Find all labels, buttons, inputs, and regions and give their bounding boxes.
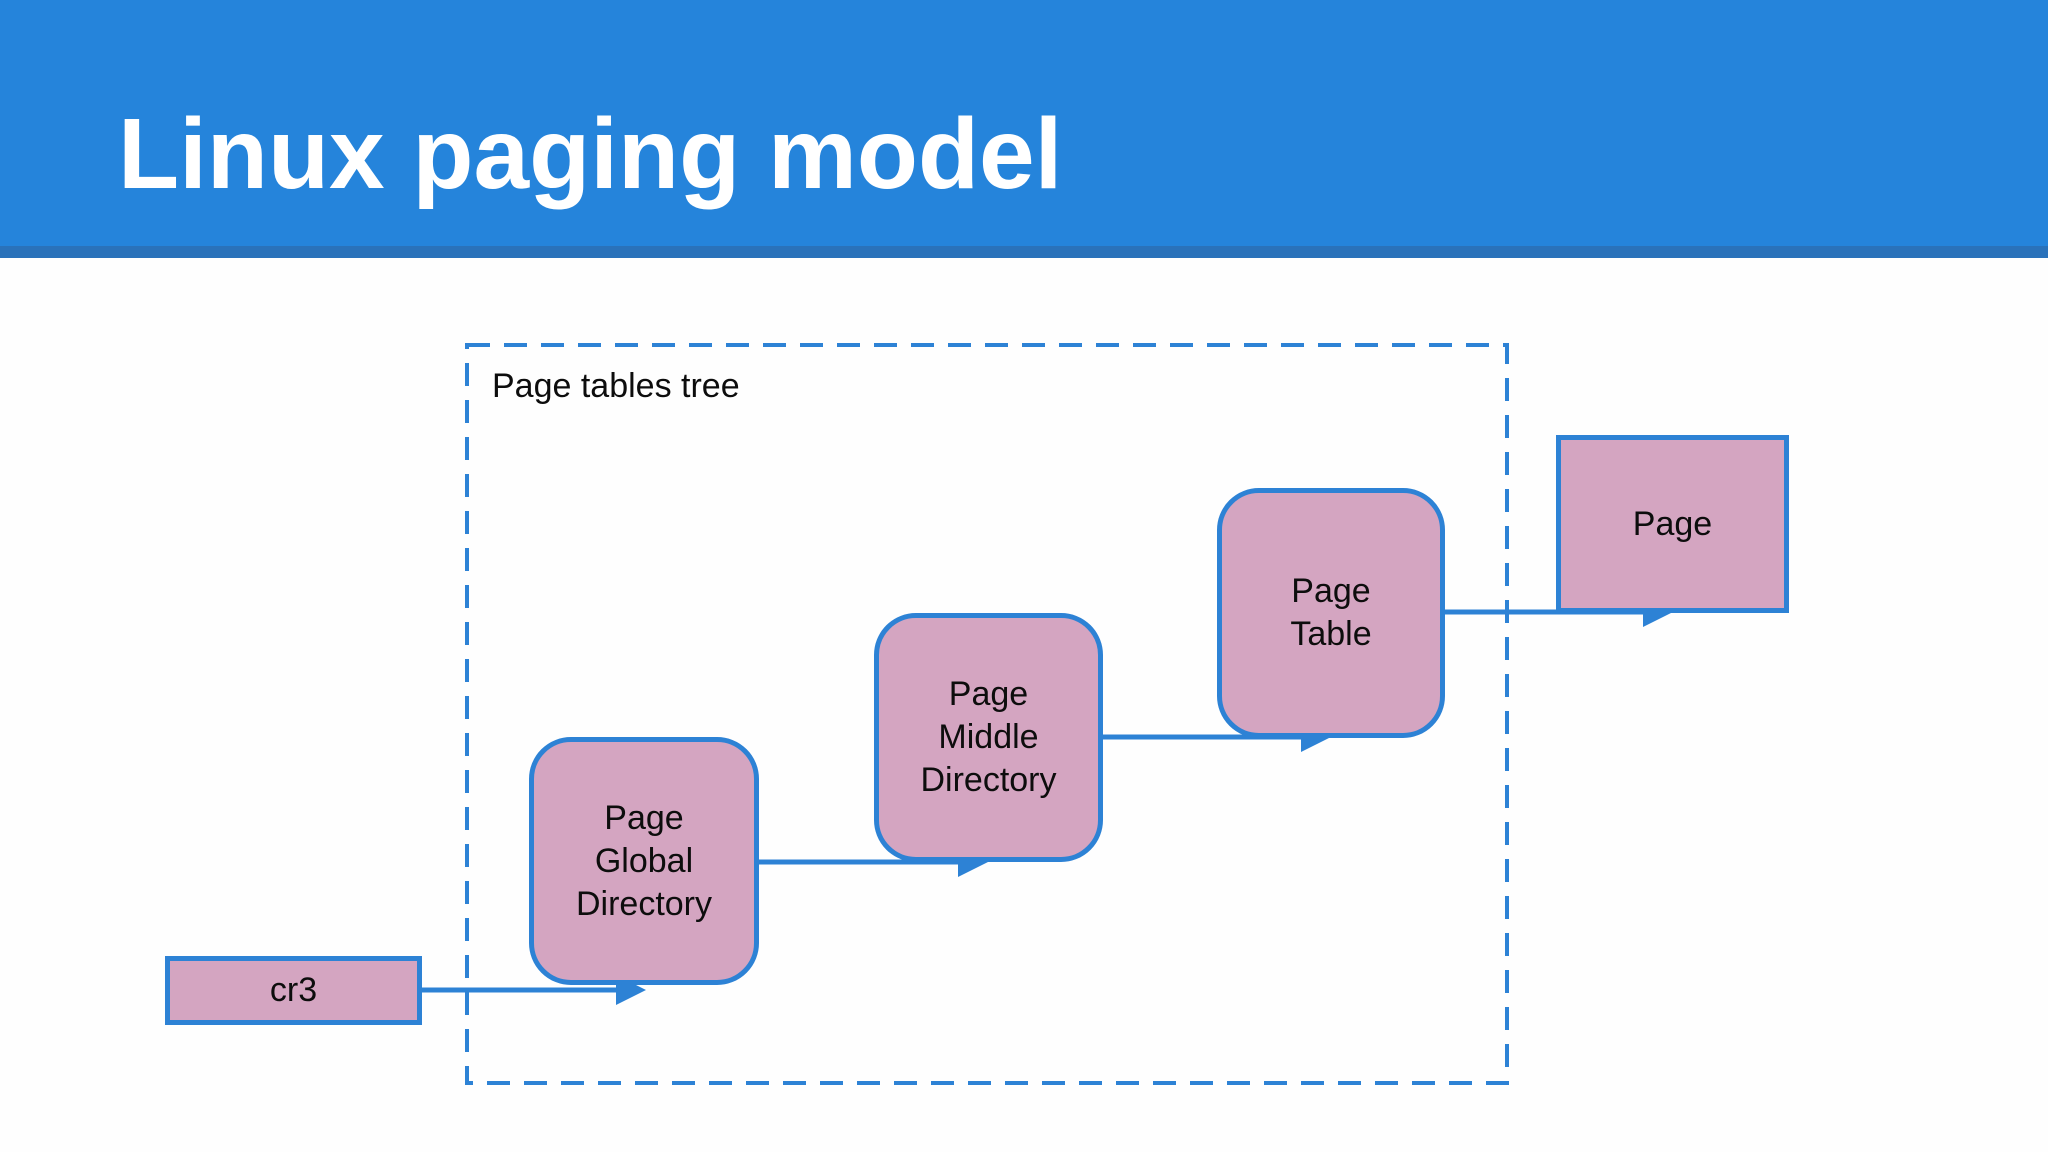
header-accent-strip [0, 246, 2048, 258]
node-page-global-directory: Page Global Directory [529, 737, 759, 985]
node-page-middle-directory: Page Middle Directory [874, 613, 1103, 862]
slide-header: Linux paging model [0, 0, 2048, 246]
slide-title: Linux paging model [118, 98, 1063, 210]
page-tables-tree-label: Page tables tree [492, 367, 740, 405]
node-cr3: cr3 [165, 956, 422, 1025]
node-page-table: Page Table [1217, 488, 1445, 738]
page-tables-tree-dashed-border [465, 343, 1509, 1085]
node-page: Page [1556, 435, 1789, 613]
